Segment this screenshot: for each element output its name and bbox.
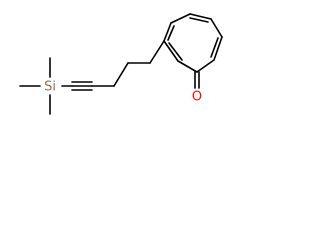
ring-bond-c4-c5 <box>189 13 212 20</box>
ring-bond-c4-c5-inner <box>189 17 209 23</box>
alkyne-triple-bond <box>71 81 93 91</box>
trimethylsilyl-group: Si <box>19 57 73 115</box>
ring-bond-c7-c1 <box>196 59 215 73</box>
tropone-ring <box>163 13 223 73</box>
ring-bond-c2-c3 <box>163 22 172 42</box>
oxygen-atom-label: O <box>192 90 202 105</box>
chain-bond-3 <box>113 62 129 87</box>
carbonyl-group: O <box>192 71 202 105</box>
ring-bond-c5-c6 <box>210 18 223 38</box>
structure-diagram: O Si <box>19 13 223 115</box>
ring-bond-c2-c3-inner <box>167 25 175 41</box>
molecule-canvas: O Si <box>0 0 236 159</box>
chain-bond-1 <box>149 40 165 64</box>
ring-bond-c1-c2 <box>163 40 179 62</box>
ring-bond-c6-c7-inner <box>210 37 219 58</box>
ring-bond-c1-c7b <box>177 60 198 73</box>
ring-bond-c3-c4 <box>170 13 191 24</box>
ring-bond-c1-c2-inner <box>168 42 183 61</box>
ring-bond-c6-c7 <box>213 36 223 61</box>
alkyl-chain <box>91 40 165 87</box>
silicon-atom-label: Si <box>44 80 56 95</box>
